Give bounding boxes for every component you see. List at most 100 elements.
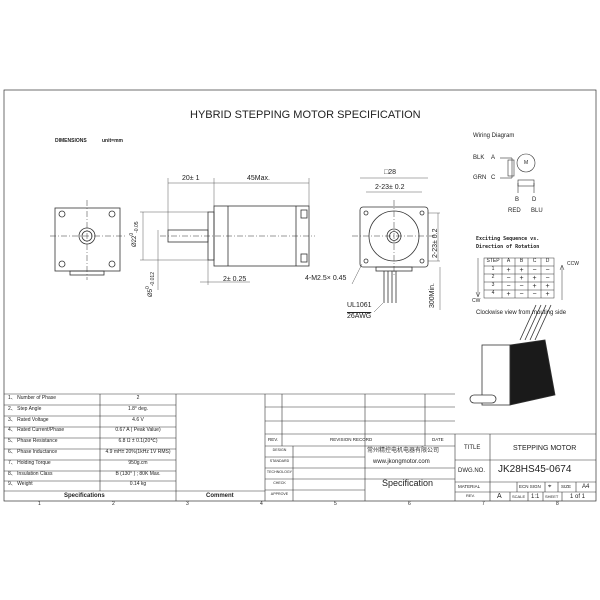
cw-label: CW [472,298,481,304]
scale-value: 1:1 [531,494,540,500]
dim-shaft: Ø50-0.012 [145,272,157,297]
sequence-cell: + [532,275,537,282]
wire-type: UL1061 [347,302,372,309]
wire-gauge: 26AWG [347,313,372,320]
projection-icon: ⌖ [548,484,552,490]
spec-value: B (130° ) ; 80K Max. [115,470,161,477]
dim-screw: 4-M2.5× 0.45 [305,275,347,282]
sequence-cell: + [519,275,524,282]
dim-body-length: 45Max. [247,175,270,182]
wire-b: B [515,197,520,203]
sequence-cell: 3 [491,282,495,288]
dim-lead-length: 300Min. [429,283,436,308]
zone-marker: 8 [556,501,559,507]
sequence-cell: 4 [491,290,495,296]
spec-value: 4.6 V [132,416,144,423]
sequence-cell: + [532,283,537,290]
sequence-cell: − [519,291,524,298]
spec-label: 2、 Step Angle [8,405,42,412]
dim-hole-spacing-v: 2-23± 0.2 [432,228,439,258]
spec-table-lines [4,393,596,501]
wire-red: RED [508,208,521,214]
spec-value: 1.8° deg. [127,405,149,412]
spec-value: 4.9 mH± 20%(1kHz 1V RMS) [105,449,171,455]
motor-illustration [469,304,556,406]
material-label: MATERIAL [458,484,481,489]
approval-label-approve: APPROVE [270,492,289,496]
pilot-value: Ø22 [132,235,138,247]
dim-hole-spacing-h: 2-23± 0.2 [375,184,405,191]
pilot-tol-lower: -0.05 [134,221,141,233]
spec-label: 6、 Phase Inductance [8,449,58,455]
sequence-cell: + [545,283,550,290]
approval-label-check: CHECK [273,481,286,485]
pilot-tol-upper: 0 [129,232,135,236]
ccw-label: CCW [567,261,579,267]
dimensions-label: DIMENSIONS [55,138,87,144]
approval-label-design: DESIGN [272,448,287,452]
sequence-cell: − [532,291,537,298]
size-label: SIZE [561,484,572,489]
spec-label: 7、 Holding Torque [8,459,51,466]
sequence-table-lines [475,257,565,300]
company-web: www.jkongmotor.com [373,459,430,465]
sheet-value: 1 of 1 [570,494,586,500]
zone-marker: 6 [408,501,411,507]
size-value: A4 [582,484,590,490]
scale-label: SCALE [512,494,526,499]
wire-d: D [532,197,537,203]
ecn-sign-label: ECN SIGN [519,484,541,489]
wiring-diagram [500,153,536,193]
wire-grn: GRN [473,175,487,181]
sequence-caption: Clockwise view from mouting side [476,310,567,316]
sequence-cell: − [545,275,550,282]
dwg-label: DWG.NO. [458,468,485,474]
page-title: HYBRID STEPPING MOTOR SPECIFICATION [190,109,421,121]
sequence-header: B [519,258,524,264]
zone-marker: 4 [260,501,263,507]
spec-label: 9、 Weight [8,481,33,488]
zone-marker: 1 [38,501,41,507]
revision-record: REVISION RECORD [330,437,373,442]
sequence-header: A [506,258,511,264]
sequence-cell: 2 [491,274,495,280]
approval-label-technology: TECHNOLOGY [266,470,293,474]
sequence-cell: − [506,283,511,290]
sequence-cell: − [532,267,537,274]
wire-blu: BLU [531,208,543,214]
front-view [50,200,125,280]
approval-label-standard: STANDARD [269,459,290,463]
date-label: DATE [432,437,444,442]
spec-value: 2 [136,395,140,401]
dwg-number: JK28HS45-0674 [498,464,572,475]
shaft-value: Ø5 [148,288,154,297]
spec-label: 4、 Rated Current/Phase [8,427,65,434]
wiring-title: Wiring Diagram [473,133,515,139]
comment-footer: Comment [206,493,234,499]
dim-shaft-length: 20± 1 [182,175,200,182]
spec-value: 0.14 kg [129,481,147,488]
sheet-label: SHEET [545,494,559,499]
wire-a: A [491,155,496,161]
side-view [140,178,315,290]
spec-label: 8、 Insulation Class [8,470,53,477]
rev-label: REV. [268,437,279,442]
sequence-cell: + [506,291,511,298]
title-value: STEPPING MOTOR [513,445,577,452]
spec-value: 950g.cm [128,459,148,466]
document-type: Specification [382,478,434,488]
zone-marker: 3 [186,501,189,507]
spec-label: 1、 Number of Phase [8,395,57,401]
spec-label: 3、 Rated Voltage [8,416,49,423]
sequence-header: STEP [486,258,500,264]
zone-marker: 7 [482,501,485,507]
company-cn: 常州精控电机电器有限公司 [367,448,440,454]
sheet-border [3,89,597,502]
rev-label-title: REV. [466,493,475,498]
specifications-footer: Specifications [64,493,105,499]
sequence-cell: + [506,267,511,274]
shaft-tol-lower: -0.012 [150,272,157,287]
title-label: TITLE [464,445,481,451]
rear-view [351,177,441,313]
